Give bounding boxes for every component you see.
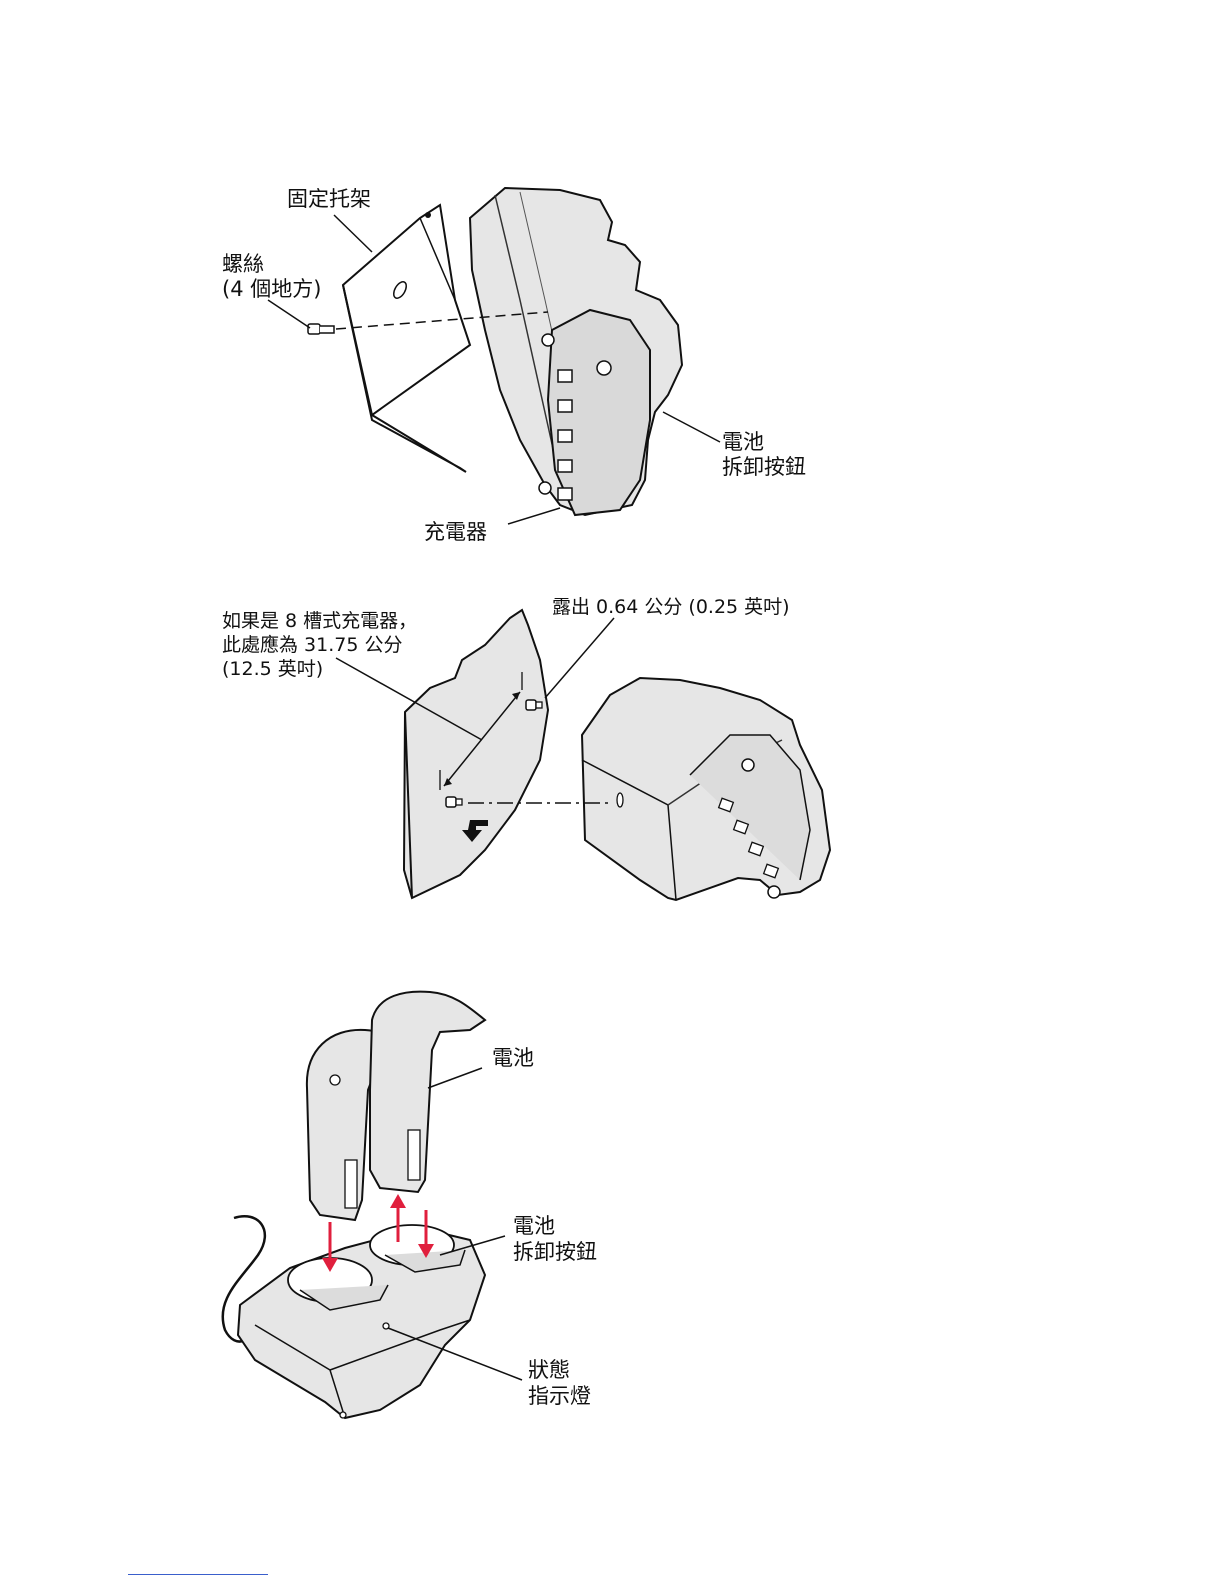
status-label-line2: 指示燈 (528, 1384, 591, 1408)
figure-1-bracket-mount (268, 188, 720, 524)
status-label-line1: 狀態 (528, 1358, 570, 1382)
spacing-note-line1: 如果是 8 槽式充電器， (222, 610, 417, 633)
mounting-bracket (343, 205, 470, 472)
screw-label-line2: (4 個地方) (222, 277, 321, 301)
release-label-line2: 拆卸按鈕 (722, 455, 806, 479)
spacing-note-line3: (12.5 英吋) (222, 658, 323, 681)
figure-2-wall-mount (336, 610, 830, 900)
figure-3-battery-charging (223, 992, 522, 1418)
screw-icon (446, 797, 462, 807)
wall-plate (404, 610, 548, 898)
footer-rule (128, 1574, 268, 1575)
charger-label: 充電器 (424, 520, 487, 544)
screw-icon (308, 324, 334, 334)
bracket-label: 固定托架 (287, 187, 371, 211)
spacing-note-line2: 此處應為 31.75 公分 (222, 634, 402, 657)
battery-right (370, 992, 485, 1192)
screw-label-line1: 螺絲 (222, 252, 264, 276)
battery-release-label-line2: 拆卸按鈕 (513, 1240, 597, 1264)
release-label-line1: 電池 (722, 430, 764, 454)
battery-release-label-line1: 電池 (513, 1214, 555, 1238)
screw-icon (526, 700, 542, 710)
exposed-label: 露出 0.64 公分 (0.25 英吋) (552, 596, 790, 619)
battery-label: 電池 (492, 1046, 534, 1070)
